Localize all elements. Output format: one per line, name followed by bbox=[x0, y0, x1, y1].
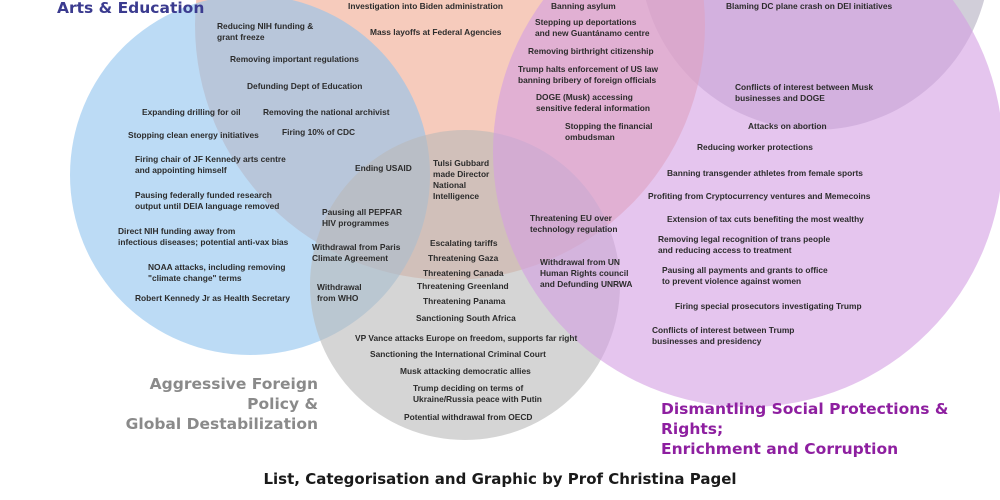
item-jfk-arts: Firing chair of JF Kennedy arts centre a… bbox=[135, 154, 286, 175]
item-who: Withdrawal from WHO bbox=[317, 282, 362, 303]
item-nih-infectious: Direct NIH funding away from infectious … bbox=[118, 226, 289, 247]
item-deportations: Stepping up deportations and new Guantán… bbox=[535, 17, 650, 38]
item-violence-women: Pausing all payments and grants to offic… bbox=[662, 265, 828, 286]
item-musk-doge-conflict: Conflicts of interest between Musk busin… bbox=[735, 82, 874, 103]
item-greenland: Threatening Greenland bbox=[417, 281, 509, 291]
item-bribery-law: Trump halts enforcement of US law bannin… bbox=[518, 64, 659, 85]
item-tax-cuts: Extension of tax cuts benefiting the mos… bbox=[667, 214, 864, 224]
item-trans-recognition: Removing legal recognition of trans peop… bbox=[658, 234, 831, 255]
item-dc-plane-crash: Blaming DC plane crash on DEI initiative… bbox=[726, 1, 893, 11]
item-regulations: Removing important regulations bbox=[230, 54, 359, 64]
item-dept-education: Defunding Dept of Education bbox=[247, 81, 363, 91]
item-tulsi: Tulsi Gubbard made Director National Int… bbox=[433, 158, 490, 201]
category-label-social-protections: Dismantling Social Protections & Rights;… bbox=[661, 400, 949, 458]
item-canada: Threatening Canada bbox=[423, 268, 504, 278]
category-label-arts-education: Arts & Education bbox=[57, 0, 205, 17]
category-label-foreign-policy: Aggressive Foreign Policy & Global Desta… bbox=[125, 375, 318, 433]
item-usaid: Ending USAID bbox=[355, 163, 412, 173]
item-clean-energy: Stopping clean energy initiatives bbox=[128, 130, 259, 140]
item-rfk: Robert Kennedy Jr as Health Secretary bbox=[135, 293, 290, 303]
item-tariffs: Escalating tariffs bbox=[430, 238, 498, 248]
item-transgender-athletes: Banning transgender athletes from female… bbox=[667, 168, 863, 178]
credit-footer: List, Categorisation and Graphic by Prof… bbox=[263, 470, 737, 488]
item-oecd: Potential withdrawal from OECD bbox=[404, 412, 533, 422]
item-noaa: NOAA attacks, including removing "climat… bbox=[148, 262, 286, 283]
item-financial-ombudsman: Stopping the financial ombudsman bbox=[565, 121, 653, 142]
item-deia-research: Pausing federally funded research output… bbox=[135, 190, 280, 211]
item-crypto: Profiting from Cryptocurrency ventures a… bbox=[648, 191, 871, 201]
item-banning-asylum: Banning asylum bbox=[551, 1, 616, 11]
circle-social-protections bbox=[493, 0, 1000, 407]
item-south-africa: Sanctioning South Africa bbox=[416, 313, 516, 323]
item-mass-layoffs: Mass layoffs at Federal Agencies bbox=[370, 27, 502, 37]
item-gaza: Threatening Gaza bbox=[428, 253, 499, 263]
item-worker-protections: Reducing worker protections bbox=[697, 142, 813, 152]
item-eu-tech: Threatening EU over technology regulatio… bbox=[530, 213, 618, 234]
item-trump-conflicts: Conflicts of interest between Trump busi… bbox=[652, 325, 795, 346]
item-musk-allies: Musk attacking democratic allies bbox=[400, 366, 531, 376]
item-pepfar: Pausing all PEPFAR HIV programmes bbox=[322, 207, 403, 228]
item-drilling: Expanding drilling for oil bbox=[142, 107, 241, 117]
item-doge-access: DOGE (Musk) accessing sensitive federal … bbox=[536, 92, 651, 113]
item-national-archivist: Removing the national archivist bbox=[263, 107, 390, 117]
item-un-human-rights: Withdrawal from UN Human Rights council … bbox=[540, 257, 633, 289]
item-panama: Threatening Panama bbox=[423, 296, 506, 306]
item-cdc: Firing 10% of CDC bbox=[282, 127, 356, 137]
item-vance-europe: VP Vance attacks Europe on freedom, supp… bbox=[355, 333, 578, 343]
item-paris: Withdrawal from Paris Climate Agreement bbox=[312, 242, 401, 263]
item-ukraine-russia: Trump deciding on terms of Ukraine/Russi… bbox=[413, 383, 542, 404]
item-nih-funding: Reducing NIH funding & grant freeze bbox=[217, 21, 314, 42]
item-birthright: Removing birthright citizenship bbox=[528, 46, 654, 56]
item-icc: Sanctioning the International Criminal C… bbox=[370, 349, 546, 359]
item-investigation-biden: Investigation into Biden administration bbox=[348, 1, 503, 11]
item-abortion: Attacks on abortion bbox=[748, 121, 827, 131]
item-special-prosecutors: Firing special prosecutors investigating… bbox=[675, 301, 862, 311]
